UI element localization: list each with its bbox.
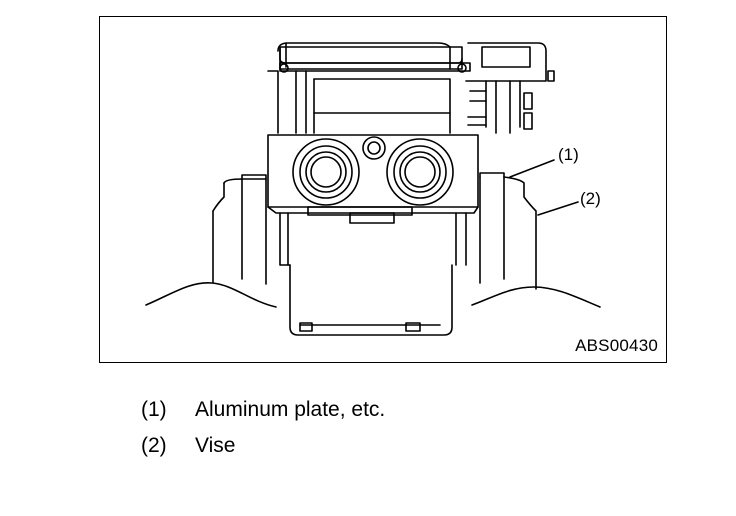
unit-top-cover bbox=[277, 42, 451, 52]
screw-left bbox=[279, 63, 289, 73]
legend-item-text: Aluminum plate, etc. bbox=[195, 398, 386, 421]
abs-unit-in-vise-illustration bbox=[145, 42, 601, 336]
figure-code: ABS00430 bbox=[575, 336, 658, 355]
legend: (1) Aluminum plate, etc. (2) Vise bbox=[141, 392, 385, 464]
callout-leader-2 bbox=[537, 201, 579, 216]
right-vise-break-line bbox=[471, 286, 601, 308]
legend-item-text: Vise bbox=[195, 434, 236, 457]
legend-item: (1) Aluminum plate, etc. bbox=[141, 392, 385, 428]
callout-label-2: (2) bbox=[580, 189, 601, 208]
unit-cover bbox=[267, 46, 471, 134]
figure-frame: (1) (2) ABS00430 bbox=[99, 16, 667, 363]
left-vise-break-line bbox=[145, 282, 277, 308]
port-left bbox=[292, 138, 360, 206]
legend-item-number: (2) bbox=[141, 434, 167, 457]
center-bolt bbox=[362, 136, 386, 160]
port-right bbox=[386, 138, 454, 206]
screw-right bbox=[457, 63, 467, 73]
right-vise-jaw bbox=[479, 172, 537, 290]
pump-housing bbox=[279, 212, 467, 336]
legend-item: (2) Vise bbox=[141, 428, 385, 464]
callout-label-1: (1) bbox=[558, 145, 579, 164]
callout-leader-1 bbox=[509, 159, 555, 178]
left-vise-jaw bbox=[212, 174, 267, 285]
connector-block bbox=[465, 42, 555, 134]
legend-item-number: (1) bbox=[141, 398, 167, 421]
